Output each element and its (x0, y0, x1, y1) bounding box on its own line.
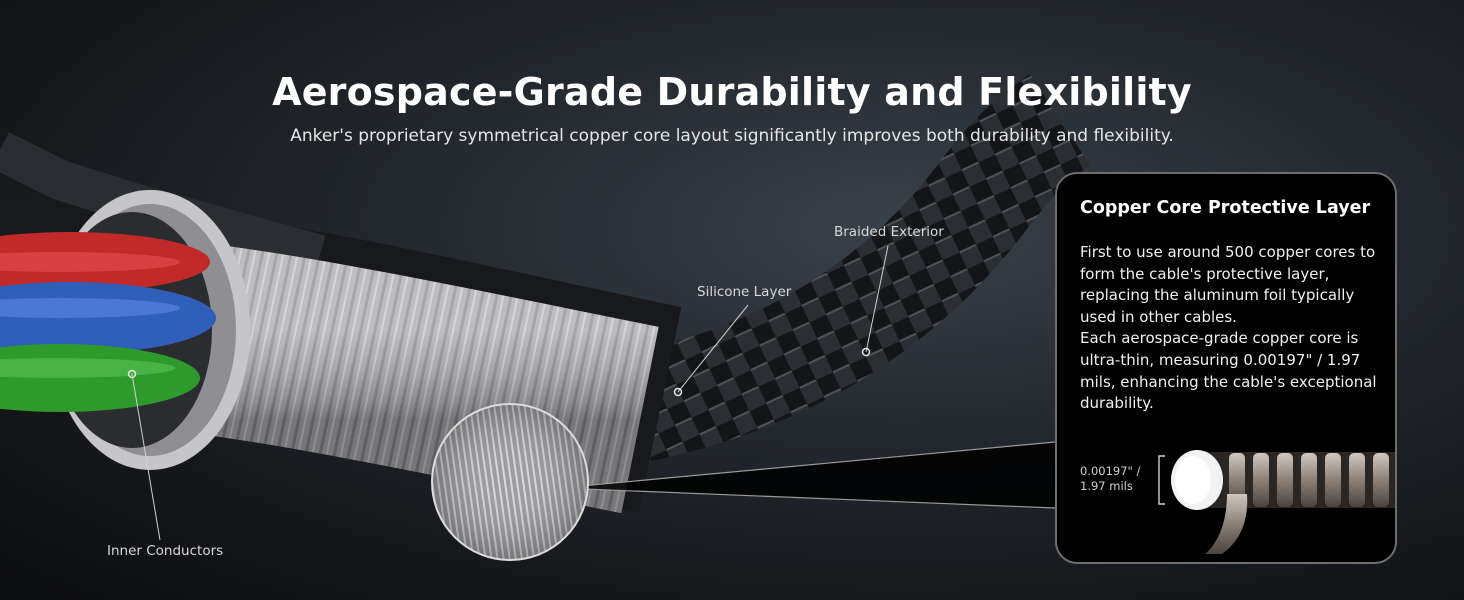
measurement-line-1: 0.00197" / (1080, 464, 1141, 478)
coil-winding (1349, 453, 1365, 507)
panel-body: First to use around 500 copper cores to … (1080, 242, 1390, 415)
callout-inner-conductors: Inner Conductors (107, 543, 224, 559)
copper-core-wire-illustration (1158, 450, 1395, 554)
coil-winding (1373, 453, 1389, 507)
info-panel: Copper Core Protective Layer First to us… (1055, 172, 1397, 564)
coil-winding (1301, 453, 1317, 507)
coil-winding (1253, 453, 1269, 507)
page-subtitle: Anker's proprietary symmetrical copper c… (290, 126, 1174, 146)
coil-winding (1277, 453, 1293, 507)
coil-winding (1229, 453, 1245, 507)
callout-silicone-layer: Silicone Layer (697, 284, 792, 300)
coil-winding (1325, 453, 1341, 507)
panel-paragraph-2: Each aerospace-grade copper core is ultr… (1080, 329, 1377, 413)
measurement-line-2: 1.97 mils (1080, 479, 1133, 493)
page-title: Aerospace-Grade Durability and Flexibili… (272, 70, 1192, 114)
callout-braided-exterior: Braided Exterior (834, 224, 944, 240)
panel-paragraph-1: First to use around 500 copper cores to … (1080, 243, 1376, 326)
panel-title: Copper Core Protective Layer (1080, 198, 1371, 218)
measurement-label: 0.00197" / 1.97 mils (1080, 464, 1160, 494)
